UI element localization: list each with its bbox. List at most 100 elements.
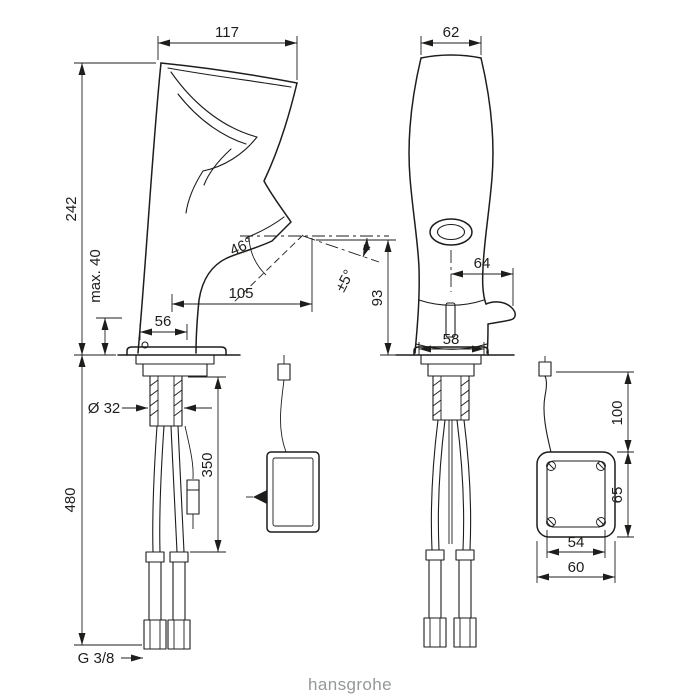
power-unit-side: [246, 355, 320, 533]
mounting-flange: [135, 354, 215, 365]
dim-label-pm5deg: ±5°: [332, 267, 358, 295]
box-outer: [536, 451, 616, 538]
connector-nut-lines: [149, 620, 161, 649]
supply-hose: [456, 419, 465, 551]
dim-label-54: 54: [568, 534, 585, 551]
corner-screw: [546, 517, 556, 527]
connector-body: [172, 561, 186, 621]
connector-nut: [423, 617, 447, 648]
supply-hose: [177, 425, 185, 553]
front-top-rim: [420, 54, 482, 59]
connector-body: [148, 561, 162, 621]
unit-housing: [266, 451, 320, 533]
dim-label-93: 93: [369, 290, 386, 307]
thread-hatching: [432, 379, 470, 417]
unit-cable: [280, 379, 287, 453]
dim-label-350: 350: [199, 452, 216, 477]
dim-label-thread: G 3/8: [78, 650, 115, 667]
temperature-handle: [485, 301, 516, 354]
dim-label-62: 62: [443, 24, 460, 41]
glass-swirl-line: [185, 170, 204, 214]
thread-hatching: [149, 379, 183, 417]
dim-label-100: 100: [609, 400, 626, 425]
connector-nut: [453, 617, 477, 648]
threaded-shank: [149, 375, 183, 427]
corner-screw: [596, 517, 606, 527]
mounting-washer: [427, 363, 475, 377]
dim-label-60: 60: [568, 559, 585, 576]
dim-label-65: 65: [609, 487, 626, 504]
cable-connector: [277, 363, 291, 381]
faucet-right-edge-spout: [195, 82, 298, 354]
dim-label-117: 117: [215, 24, 239, 41]
faucet-top-rim: [160, 62, 298, 84]
hose-connector: [423, 549, 447, 648]
dim-label-56: 56: [155, 313, 172, 330]
connector-top-block: [169, 551, 189, 563]
screw-slots: [547, 462, 605, 526]
shank-inner-lines: [157, 376, 175, 426]
hansgrohe-logo: hansgrohe: [308, 675, 392, 694]
supply-hose: [152, 425, 158, 553]
control-box: [536, 356, 616, 538]
supply-hose: [463, 419, 472, 551]
glass-swirl-line: [202, 136, 258, 172]
corner-screw: [546, 461, 556, 471]
supply-hose: [430, 419, 439, 551]
front-left-edge: [408, 57, 422, 354]
faucet-left-edge: [137, 62, 162, 354]
hose-connector: [167, 551, 191, 650]
escutcheon-side: [126, 346, 227, 356]
dim-label-58: 58: [443, 331, 460, 348]
sensor-window: [429, 218, 473, 246]
front-right-edge: [480, 57, 494, 305]
cable-connector: [538, 361, 552, 377]
glass-swirl-line: [203, 148, 232, 186]
lever-slot: [445, 302, 456, 338]
stream-spread-line: [302, 235, 380, 263]
connector-nut: [143, 619, 167, 650]
sensor-cable: [448, 420, 453, 544]
dim-label-105: 105: [228, 285, 253, 302]
box-cable: [543, 375, 552, 453]
hose-connector: [143, 551, 167, 650]
supply-hose: [437, 419, 446, 551]
cable-plug-detail: [187, 489, 199, 529]
rim-inner-line: [167, 67, 292, 88]
mounting-washer: [142, 363, 208, 377]
sensor-led-detail: [141, 341, 149, 349]
sensor-window-inner: [436, 223, 466, 241]
extension-line: [74, 62, 156, 356]
dim-label-480: 480: [62, 487, 79, 512]
side-view: [117, 62, 298, 650]
box-inner: [546, 460, 606, 528]
connector-nut-lines: [429, 618, 441, 647]
connector-body: [458, 559, 472, 619]
dim-label-max40: max. 40: [87, 249, 104, 302]
mounting-flange: [420, 354, 482, 365]
front-view: [395, 54, 516, 648]
connector-body: [428, 559, 442, 619]
unit-plug: [253, 490, 267, 504]
glass-swirl-line: [177, 93, 247, 145]
dimensions: 117 62 242 max. 40 46° ±5° 105 56 93: [62, 24, 634, 667]
connector-top-block: [455, 549, 475, 561]
connector-nut-lines: [459, 618, 471, 647]
connector-nut: [167, 619, 191, 650]
connector-top-block: [145, 551, 165, 563]
connector-nut-lines: [173, 620, 185, 649]
dim-label-dia32: Ø 32: [88, 400, 121, 417]
sensor-cable: [184, 425, 194, 480]
connector-top-block: [425, 549, 445, 561]
dim-label-64: 64: [474, 255, 491, 272]
supply-hose: [159, 425, 165, 553]
spout-axis-line: [232, 234, 304, 304]
dim-label-242: 242: [63, 196, 80, 221]
shank-inner-lines: [440, 376, 462, 420]
angle-pm5-arc: [362, 237, 371, 258]
corner-screw: [596, 461, 606, 471]
glass-swirl-line: [170, 71, 258, 138]
body-joint-line: [418, 299, 485, 306]
